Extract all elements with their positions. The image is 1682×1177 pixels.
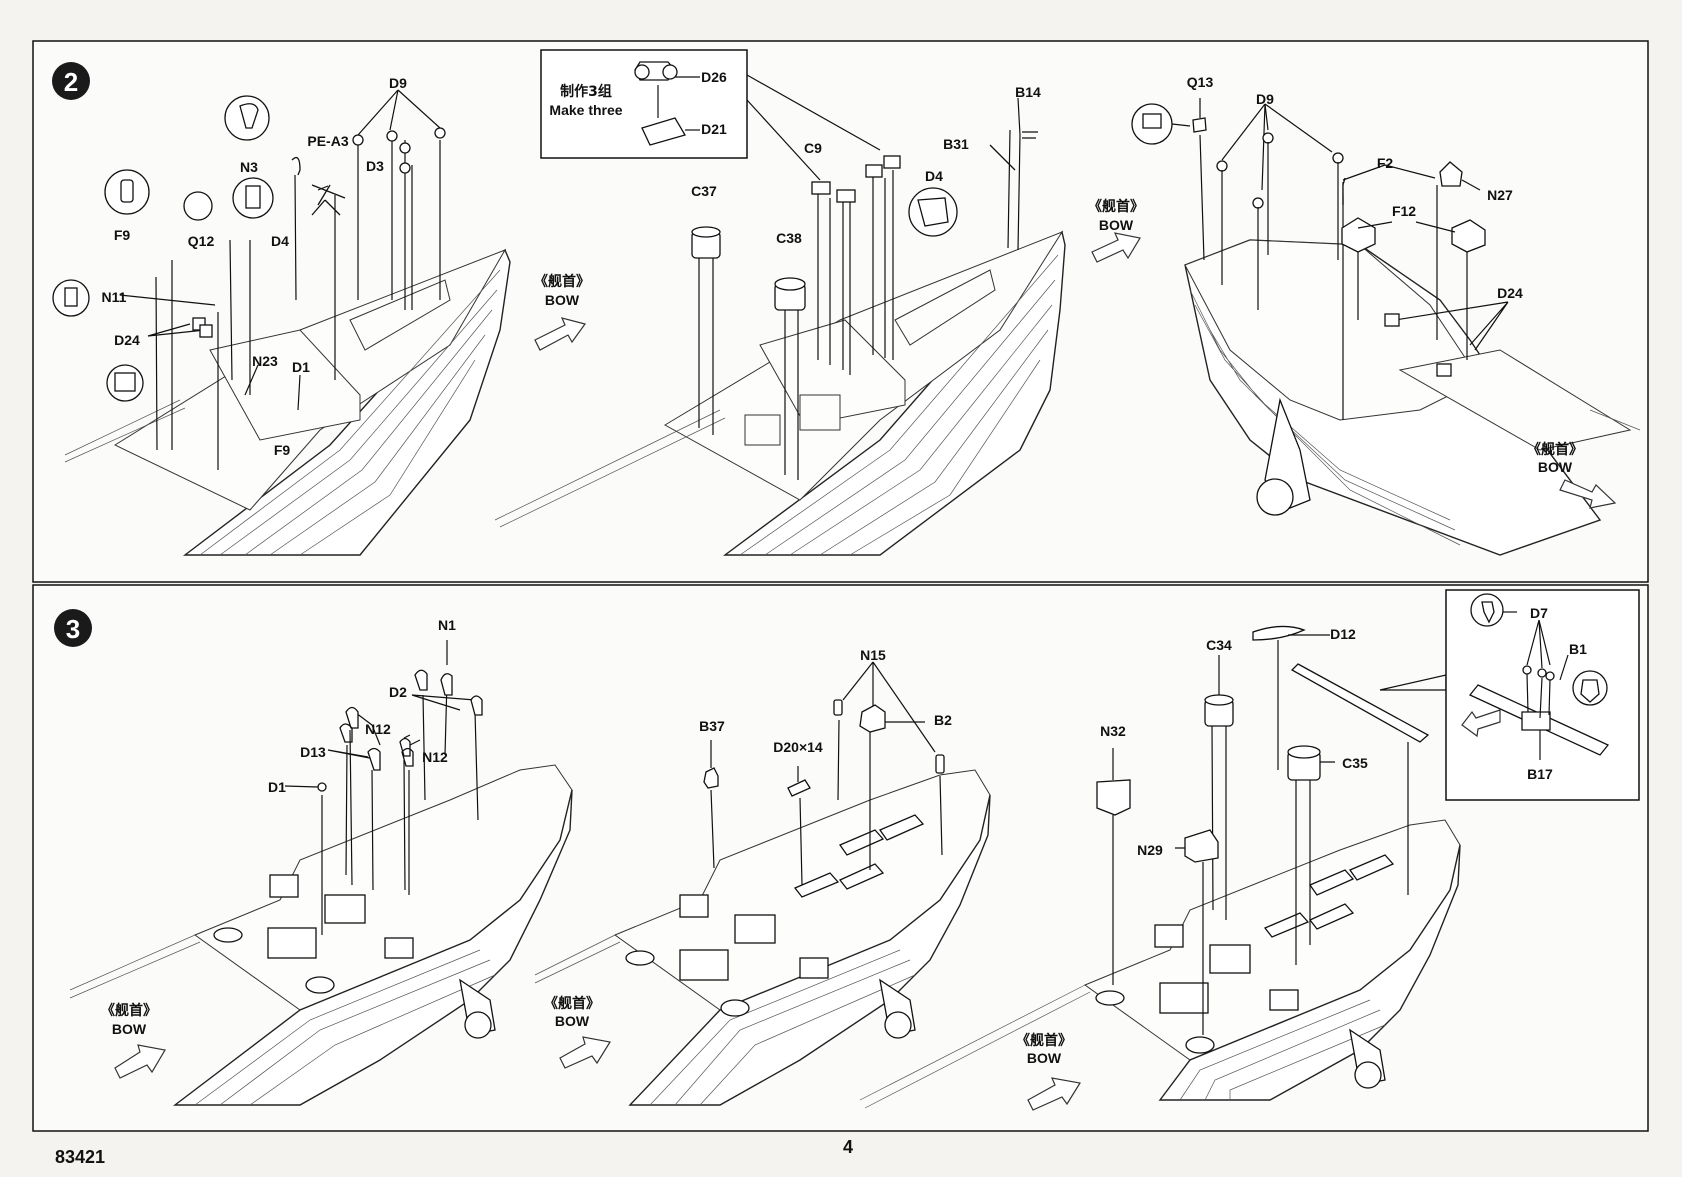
svg-text:D1: D1	[268, 779, 286, 795]
svg-text:《舰首》: 《舰首》	[1016, 1032, 1072, 1049]
svg-text:D9: D9	[1256, 91, 1274, 107]
svg-text:C37: C37	[691, 183, 717, 199]
svg-text:F9: F9	[114, 227, 131, 243]
svg-text:D4: D4	[271, 233, 289, 249]
svg-text:《舰首》: 《舰首》	[1088, 198, 1144, 215]
svg-text:D26: D26	[701, 69, 727, 85]
svg-text:D13: D13	[300, 744, 326, 760]
step3-left-assembly	[69, 764, 573, 1106]
svg-text:N23: N23	[252, 353, 278, 369]
step3-middle-labels: N15 B37 B2 D20×14	[699, 647, 952, 755]
svg-text:B1: B1	[1569, 641, 1587, 657]
step2-bow-indicator-2: 《舰首》 BOW	[1088, 198, 1144, 263]
svg-text:3: 3	[66, 614, 80, 644]
svg-text:C35: C35	[1342, 755, 1368, 771]
step-3-badge: 3	[54, 609, 92, 647]
svg-text:C9: C9	[804, 140, 822, 156]
svg-text:F2: F2	[1377, 155, 1394, 171]
svg-text:B37: B37	[699, 718, 725, 734]
svg-text:D1: D1	[292, 359, 310, 375]
make-three-callout: 制作3组 Make three D26 D21	[540, 49, 881, 181]
step-2-badge: 2	[52, 62, 90, 100]
svg-text:N29: N29	[1137, 842, 1163, 858]
svg-text:BOW: BOW	[1538, 459, 1573, 475]
svg-text:N12: N12	[365, 721, 391, 737]
svg-text:D7: D7	[1530, 605, 1548, 621]
svg-text:N27: N27	[1487, 187, 1513, 203]
step2-middle-callouts	[691, 97, 1038, 480]
svg-text:F12: F12	[1392, 203, 1416, 219]
svg-text:Make three: Make three	[549, 102, 622, 118]
step3-bow-indicator-1: 《舰首》 BOW	[101, 1002, 166, 1079]
q12-detail	[183, 191, 213, 221]
svg-text:BOW: BOW	[555, 1013, 590, 1029]
step3-bow-indicator-3: 《舰首》 BOW	[1016, 1032, 1081, 1111]
svg-text:D4: D4	[925, 168, 943, 184]
step2-bow-indicator-3: 《舰首》 BOW	[1527, 441, 1617, 509]
svg-text:《舰首》: 《舰首》	[1527, 441, 1583, 458]
step2-left-assembly	[64, 248, 511, 556]
svg-text:N12: N12	[422, 749, 448, 765]
svg-text:2: 2	[64, 67, 78, 97]
svg-text:D2: D2	[389, 684, 407, 700]
step3-right-callouts	[1096, 625, 1430, 1035]
step3-right-assembly	[859, 819, 1461, 1109]
pe-a3-part	[311, 184, 346, 216]
step2-right-assembly	[1184, 239, 1641, 556]
step2-left-callouts	[52, 89, 446, 470]
step2-right-callouts	[1131, 98, 1509, 420]
svg-text:N32: N32	[1100, 723, 1126, 739]
step3-bow-indicator-2: 《舰首》 BOW	[544, 995, 611, 1069]
svg-text:B17: B17	[1527, 766, 1553, 782]
step2-left-labels: D9 PE-A3 N3 D3 F9 Q12 D4 N11 D24 N23 D1 …	[102, 75, 408, 458]
svg-text:PE-A3: PE-A3	[307, 133, 348, 149]
svg-text:C38: C38	[776, 230, 802, 246]
step2-bow-indicator-1: 《舰首》 BOW	[534, 273, 590, 351]
page-number: 4	[843, 1137, 853, 1157]
svg-text:BOW: BOW	[112, 1021, 147, 1037]
step3-middle-callouts	[703, 661, 945, 886]
svg-text:BOW: BOW	[1099, 217, 1134, 233]
svg-text:制作3组: 制作3组	[560, 83, 612, 100]
step3-left-callouts	[284, 640, 483, 935]
svg-text:Q12: Q12	[188, 233, 215, 249]
svg-text:N3: N3	[240, 159, 258, 175]
svg-text:D9: D9	[389, 75, 407, 91]
svg-text:B2: B2	[934, 712, 952, 728]
svg-text:F9: F9	[274, 442, 291, 458]
svg-text:D24: D24	[1497, 285, 1523, 301]
svg-text:N1: N1	[438, 617, 456, 633]
svg-text:N11: N11	[102, 289, 127, 305]
step2-middle-labels: C9 D4 C37 C38 B14 B31	[691, 84, 1041, 246]
step3-middle-assembly	[534, 769, 991, 1106]
svg-text:《舰首》: 《舰首》	[544, 995, 600, 1012]
kit-number: 83421	[55, 1147, 105, 1167]
svg-text:D20×14: D20×14	[773, 739, 823, 755]
svg-text:《舰首》: 《舰首》	[534, 273, 590, 290]
svg-text:D21: D21	[701, 121, 727, 137]
step3-left-labels: N1 D2 N12 D13 N12 D1	[268, 617, 456, 795]
svg-text:D24: D24	[114, 332, 140, 348]
d7-b1-inset: D7 B1 B17	[1379, 589, 1640, 801]
svg-text:《舰首》: 《舰首》	[101, 1002, 157, 1019]
svg-text:C34: C34	[1206, 637, 1232, 653]
svg-text:N15: N15	[860, 647, 886, 663]
svg-text:D3: D3	[366, 158, 384, 174]
svg-text:B31: B31	[943, 136, 969, 152]
step3-right-labels: C34 D12 N32 C35 N29	[1100, 626, 1368, 858]
svg-text:BOW: BOW	[1027, 1050, 1062, 1066]
svg-text:BOW: BOW	[545, 292, 580, 308]
svg-text:Q13: Q13	[1187, 74, 1214, 90]
step2-right-labels: Q13 D9 F2 N27 F12 D24	[1187, 74, 1523, 301]
step2-middle-assembly	[494, 230, 1066, 556]
svg-text:B14: B14	[1015, 84, 1041, 100]
svg-text:D12: D12	[1330, 626, 1356, 642]
